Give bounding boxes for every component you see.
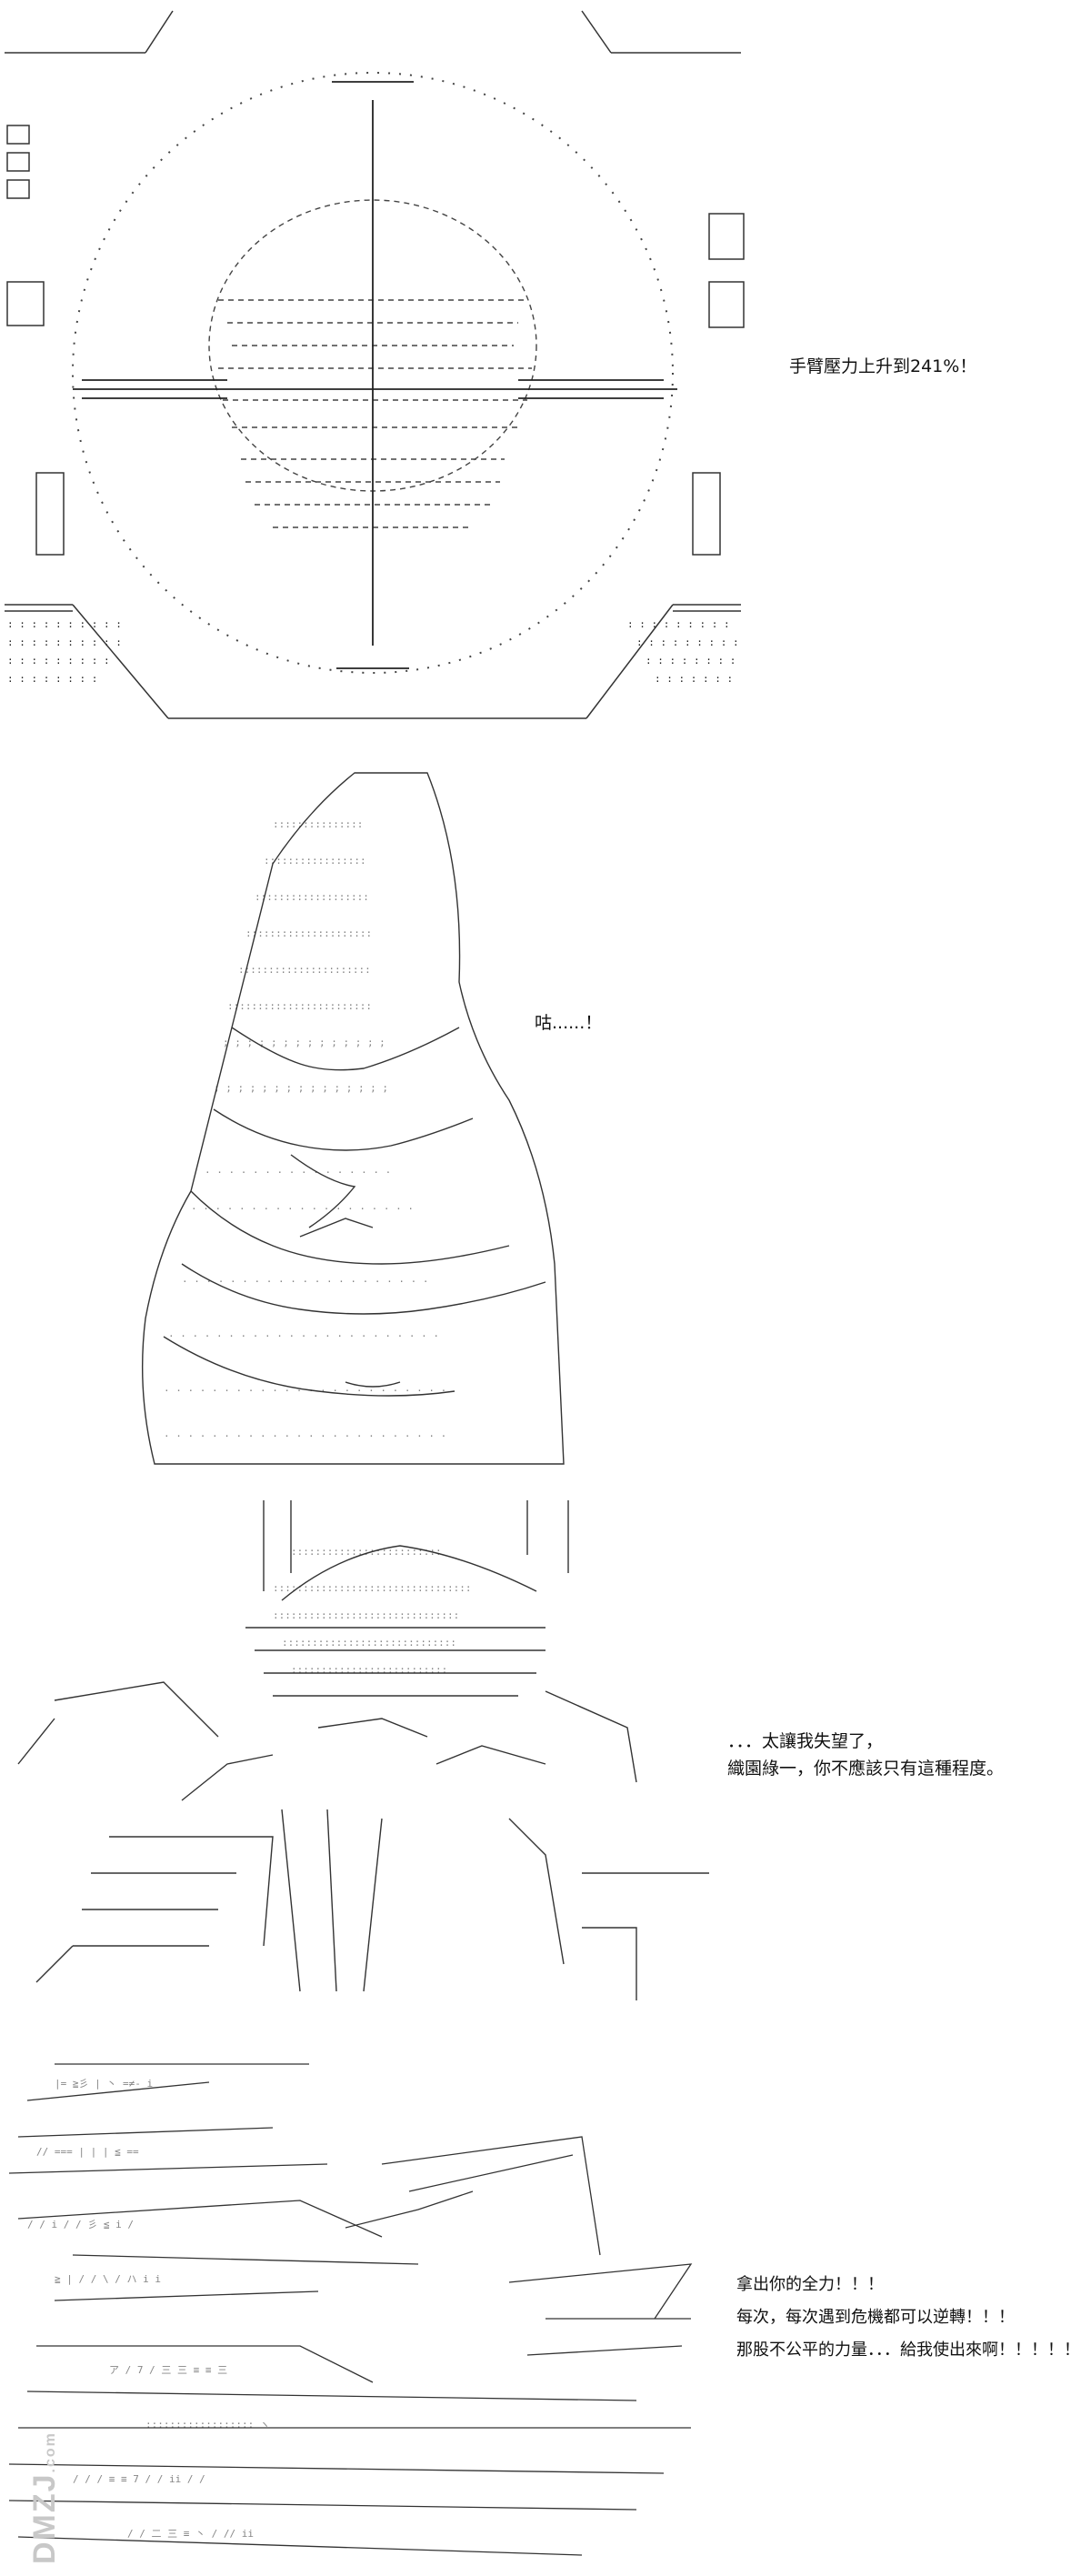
dialog-line: 拿出你的全力！！！ [736, 2275, 884, 2294]
watermark-site: .com [43, 2431, 58, 2473]
figure-panel: ::::::::::::::: ::::::::::::::::: ::::::… [0, 755, 1091, 1482]
svg-text::::::::::::::::::: ヽ: :::::::::::::::::: ヽ [145, 2419, 270, 2431]
power-dialog: 拿出你的全力！！！ 每次，每次遇到危機都可以逆轉！！！ 那股不公平的力量．．．給… [736, 2269, 1080, 2367]
svg-text:::::::::::::::::::::::::: :::::::::::::::::::::::: [227, 1000, 372, 1012]
svg-text:: : : : : : : :: : : : : : : : : [7, 673, 97, 685]
svg-text:. . . . . . . . . . . . . . .: . . . . . . . . . . . . . . . . . . . . … [168, 1328, 439, 1339]
svg-text:: : : : : : : :: : : : : : : : : [646, 655, 736, 667]
dialog-line: 那股不公平的力量．．．給我使出來啊！！！！！ [736, 2340, 1080, 2360]
svg-text:. . . . . . . . . . . . . . .: . . . . . . . . . . . . . . . . . . . . … [164, 1428, 446, 1439]
figure-dialog: 咕......！ [535, 1009, 602, 1037]
svg-text:; ; ; ; ; ; ; ; ; ; ; ; ; ;: ; ; ; ; ; ; ; ; ; ; ; ; ; ; [223, 1037, 385, 1048]
svg-text:::::::::::::::::::::::::::::::: ::::::::::::::::::::::::::::::: [273, 1609, 459, 1621]
svg-text:/ / 二 三 ≡ 丶 / // ii: / / 二 三 ≡ 丶 / // ii [127, 2528, 254, 2540]
svg-text:/ / / ≡ ≡ 7 / / ii / /: / / / ≡ ≡ 7 / / ii / / [73, 2473, 205, 2485]
svg-text::::::::::::::::::::: ::::::::::::::::::: [255, 891, 369, 903]
confront-dialog: ．．．太讓我失望了， 織園綠一，你不應該只有這種程度。 [727, 1728, 1004, 1783]
svg-text:::::::::::::::::::::::::::: :::::::::::::::::::::::::: [291, 1664, 447, 1676]
figure-ascii-art: ::::::::::::::: ::::::::::::::::: ::::::… [141, 772, 565, 1465]
power-panel: |= ≧彡 | 丶 =≠- i // === | | | ≦ == / / i … [0, 2046, 1091, 2576]
svg-text:: : : : : : : : :: : : : : : : : : : [636, 636, 739, 648]
svg-text:/ / i / / 彡 ≦ i /: / / i / / 彡 ≦ i / [27, 2219, 134, 2230]
svg-text::::::::::::::::::: ::::::::::::::::: [264, 855, 366, 867]
svg-text:: : : : : : : : : :: : : : : : : : : : : [7, 636, 122, 648]
svg-text:; ; ; ; ; ; ; ; ; ; ; ; ; ; ;: ; ; ; ; ; ; ; ; ; ; ; ; ; ; ; [214, 1082, 388, 1094]
svg-text::::::::::::::::::::::::::: ::::::::::::::::::::::::: [291, 1546, 442, 1558]
confront-ascii-art: ::::::::::::::::::::::::: ::::::::::::::… [17, 1500, 709, 2000]
svg-text::::::::::::::::::::::::::::::: ::::::::::::::::::::::::::::: [282, 1637, 456, 1649]
svg-text:::::::::::::::::::::::: :::::::::::::::::::::: [238, 964, 371, 976]
svg-text::::::::::::::::: ::::::::::::::: [273, 818, 363, 830]
watermark-text: DMZJ [27, 2472, 62, 2564]
svg-text:: : : : : : :: : : : : : : : [655, 673, 733, 685]
svg-text:ア / 7 / 三 三 ≡ ≡ 三: ア / 7 / 三 三 ≡ ≡ 三 [109, 2364, 227, 2376]
dialog-line: 手臂壓力上升到241%！ [789, 356, 977, 376]
gauge-dialog: 手臂壓力上升到241%！ [789, 353, 976, 380]
svg-text:. . . . . . . . . . . . . . .: . . . . . . . . . . . . . . . . . . . . … [182, 1273, 429, 1285]
svg-text:≧ | / / \ / ハ i i: ≧ | / / \ / ハ i i [55, 2273, 161, 2285]
gauge-panel: : : : : : : : : : : : : : : : : : : : : … [0, 0, 1091, 727]
dialog-line: 咕......！ [535, 1013, 603, 1033]
svg-text:: : : : : : : : : :: : : : : : : : : : : [7, 618, 122, 630]
svg-text:: : : : : : : : :: : : : : : : : : : [627, 618, 730, 630]
svg-text:. . . . . . . . . . . . . . .: . . . . . . . . . . . . . . . . . . . [191, 1200, 414, 1212]
svg-text:. . . . . . . . . . . . . . .: . . . . . . . . . . . . . . . . . . . . … [164, 1382, 446, 1394]
svg-text:: : : : : : : : :: : : : : : : : : : [7, 655, 110, 667]
site-watermark: DMZJ.com [27, 2431, 63, 2564]
svg-text:// === | | | ≦ ==: // === | | | ≦ == [36, 2146, 139, 2158]
svg-text:. . . . . . . . . . . . . . .: . . . . . . . . . . . . . . . . [205, 1164, 391, 1176]
gauge-ascii-art: : : : : : : : : : : : : : : : : : : : : … [5, 10, 745, 719]
dialog-line: ．．．太讓我失望了， [727, 1731, 884, 1751]
svg-text::::::::::::::::::::::: ::::::::::::::::::::: [245, 927, 372, 939]
svg-text:::::::::::::::::::::::::::::::: ::::::::::::::::::::::::::::::::: [273, 1582, 472, 1594]
svg-text:|= ≧彡 | 丶 =≠- i: |= ≧彡 | 丶 =≠- i [55, 2078, 153, 2090]
confront-panel: ::::::::::::::::::::::::: ::::::::::::::… [0, 1491, 1091, 2037]
power-ascii-art: |= ≧彡 | 丶 =≠- i // === | | | ≦ == / / i … [8, 2063, 693, 2556]
dialog-line: 織園綠一，你不應該只有這種程度。 [727, 1759, 1005, 1779]
dialog-line: 每次，每次遇到危機都可以逆轉！！！ [736, 2308, 1015, 2327]
